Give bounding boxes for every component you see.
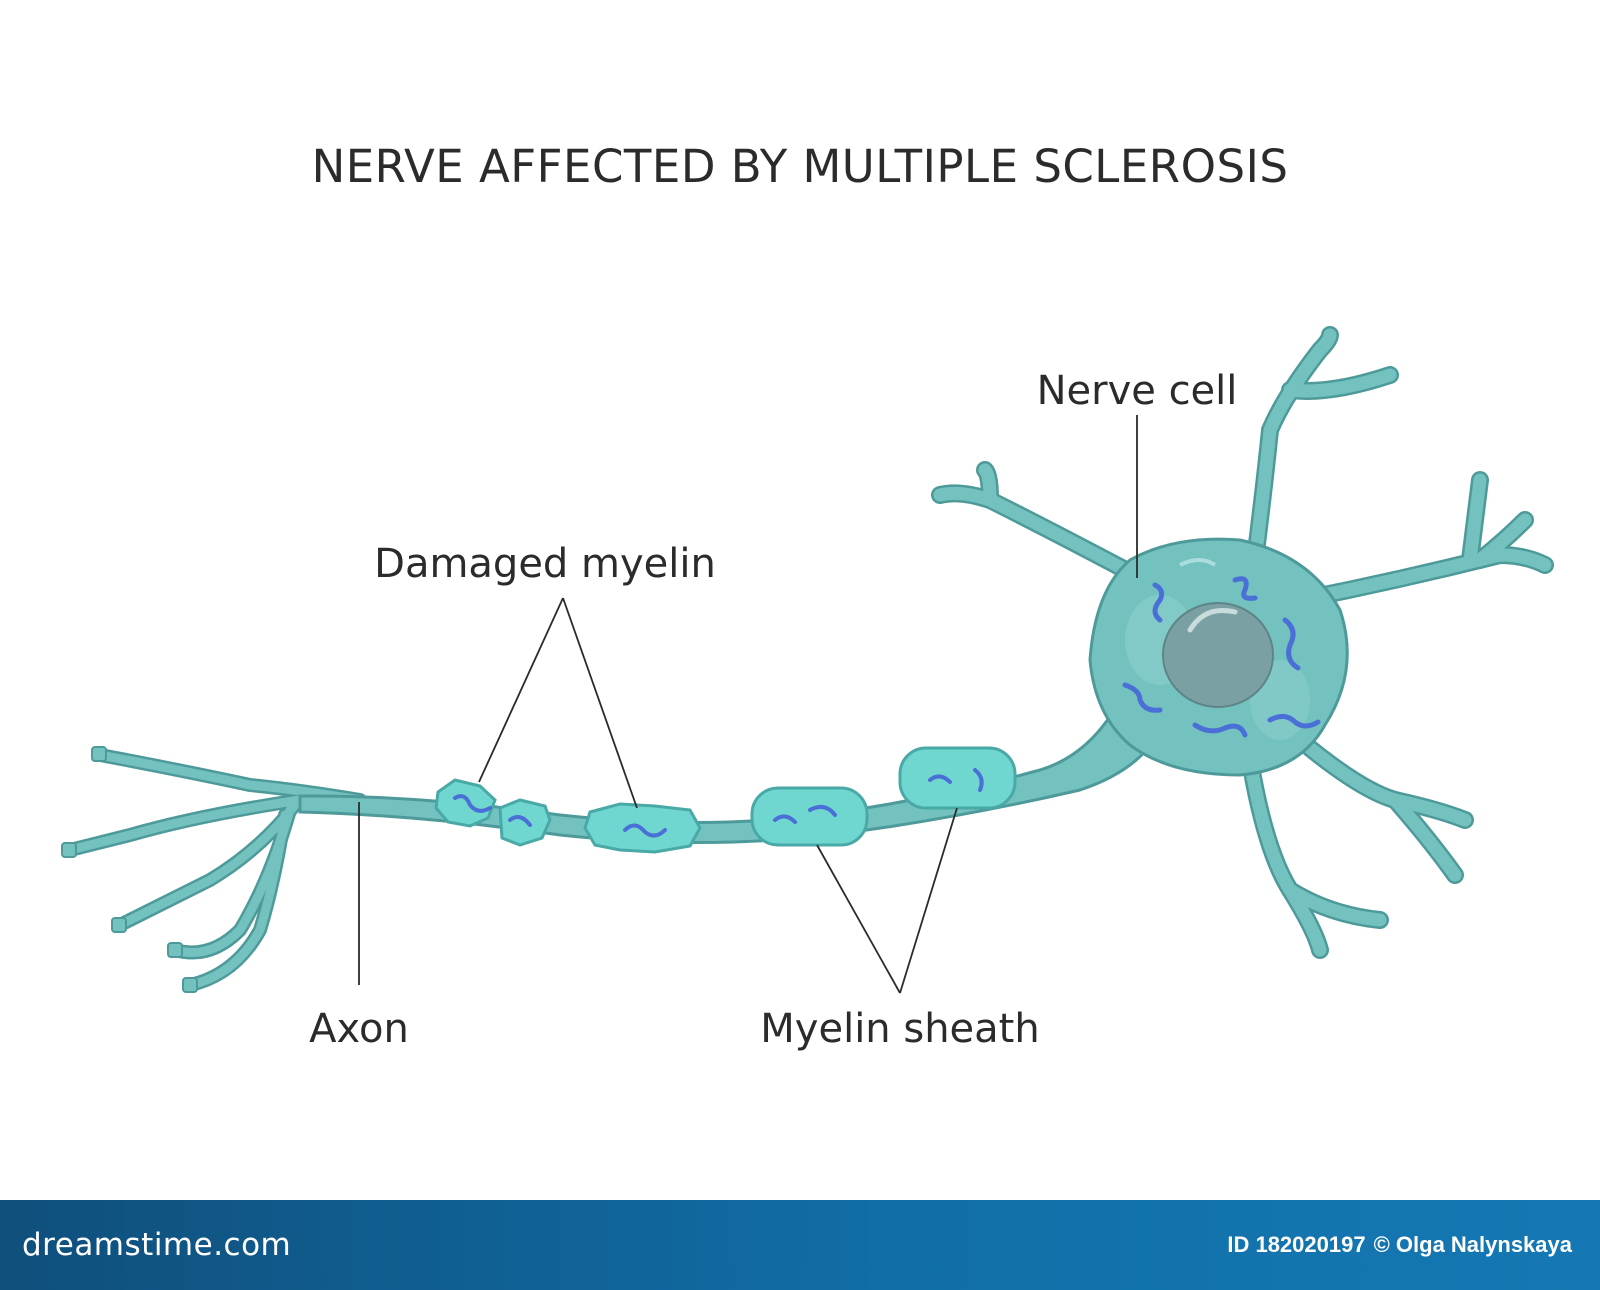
brand-logo: dreamstime.com bbox=[22, 1227, 292, 1263]
watermark-footer: dreamstime.com ID 182020197 © Olga Nalyn… bbox=[0, 1200, 1600, 1290]
axon-terminals bbox=[61, 746, 367, 993]
leader-lines bbox=[358, 415, 1138, 994]
myelin-sheath-segment bbox=[750, 746, 1017, 847]
diagram-title: NERVE AFFECTED BY MULTIPLE SCLEROSIS bbox=[312, 140, 1289, 193]
label-myelin-sheath: Myelin sheath bbox=[760, 1006, 1039, 1052]
image-id: ID 182020197 bbox=[1227, 1232, 1366, 1257]
dendrites bbox=[931, 326, 1554, 959]
image-credit: ID 182020197 © Olga Nalynskaya bbox=[1227, 1232, 1572, 1258]
cell-squiggles bbox=[1122, 576, 1321, 738]
label-nerve-cell: Nerve cell bbox=[1037, 368, 1238, 414]
damaged-myelin-segment bbox=[434, 778, 702, 854]
label-damaged-myelin: Damaged myelin bbox=[374, 541, 716, 587]
author-credit: © Olga Nalynskaya bbox=[1373, 1232, 1572, 1257]
axon-shaft bbox=[298, 697, 1162, 844]
nucleus bbox=[1162, 602, 1274, 708]
neuron-diagram: NERVE AFFECTED BY MULTIPLE SCLEROSIS bbox=[61, 140, 1554, 1052]
label-axon: Axon bbox=[309, 1006, 409, 1052]
